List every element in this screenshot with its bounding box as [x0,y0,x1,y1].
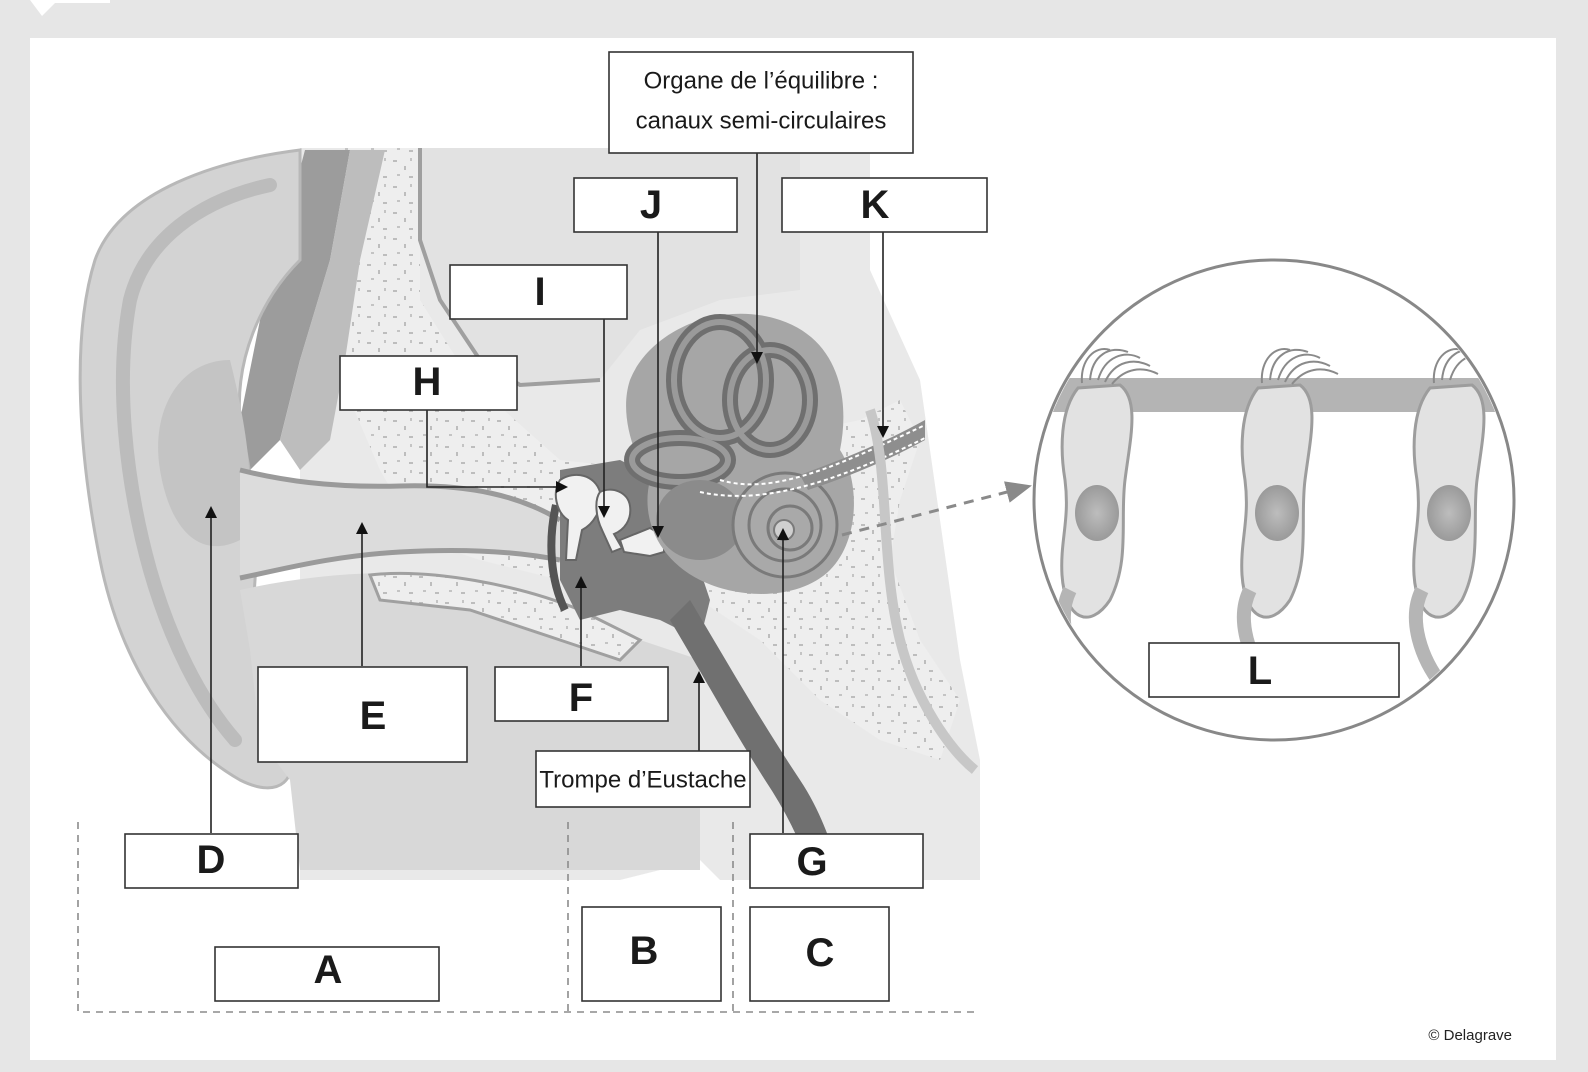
malleus [554,473,602,561]
ear-canal-top-wall [239,467,562,523]
pinna-helix [115,178,277,747]
cochlea [731,471,839,579]
svg-text:D: D [197,838,226,882]
svg-text:E: E [360,694,387,738]
upper-bone-cavity-edge [418,148,601,388]
label-A[interactable]: A [214,946,440,1002]
temporal-bone [340,148,960,760]
incus [595,488,632,554]
caption-eustachian-text: Trompe d’Eustache [539,767,746,794]
ear-canal-bottom-wall [239,547,561,581]
copyright-credit: © Delagrave [1428,1027,1512,1044]
svg-text:A: A [314,948,343,992]
label-L[interactable]: L [1148,642,1400,698]
pointer-H [426,409,568,493]
label-I[interactable]: I [449,264,628,320]
label-F[interactable]: F [494,666,669,722]
brain-edge [865,408,979,774]
svg-text:G: G [796,840,827,884]
eustachian-tube [670,600,840,870]
eardrum [547,504,569,612]
auditory-nerve-fiber-2 [699,437,926,497]
auditory-nerve [800,420,925,490]
svg-text:K: K [861,183,890,227]
auditory-nerve-fiber [719,424,926,486]
pointer-lines [205,153,889,833]
label-B[interactable]: B [581,906,722,1002]
caption-balance-line2: canaux semi-circulaires [636,108,887,135]
lower-bone-strip [367,571,643,662]
hair-cell-2 [1236,348,1339,690]
label-J[interactable]: J [573,177,738,233]
svg-text:J: J [640,183,662,227]
label-C[interactable]: C [749,906,890,1002]
svg-text:B: B [630,929,659,973]
zone-separators [77,822,980,1013]
svg-text:I: I [534,270,545,314]
semicircular-canals-lumen [629,319,813,485]
scalp-layer-inner [280,150,385,470]
pinna-concha [158,360,250,547]
svg-text:F: F [569,676,593,720]
label-D[interactable]: D [124,833,299,889]
label-K[interactable]: K [781,177,988,233]
label-E[interactable]: E [257,666,468,763]
svg-text:C: C [806,931,835,975]
svg-text:H: H [413,360,442,404]
label-G[interactable]: G [749,833,924,889]
caption-balance-organ: Organe de l’équilibre : canaux semi-circ… [608,51,914,154]
caption-eustachian-tube: Trompe d’Eustache [535,750,751,808]
svg-text:L: L [1248,649,1272,693]
hair-cell-3 [1408,348,1493,690]
scalp-layer-outer [240,150,350,470]
corner-tab [30,0,110,16]
caption-balance-line1: Organe de l’équilibre : [644,68,879,95]
inset-connector [841,481,1032,537]
ear-canal [240,470,560,578]
label-H[interactable]: H [339,355,518,411]
vestibule [656,480,744,560]
hair-cell-inset [1032,258,1516,742]
